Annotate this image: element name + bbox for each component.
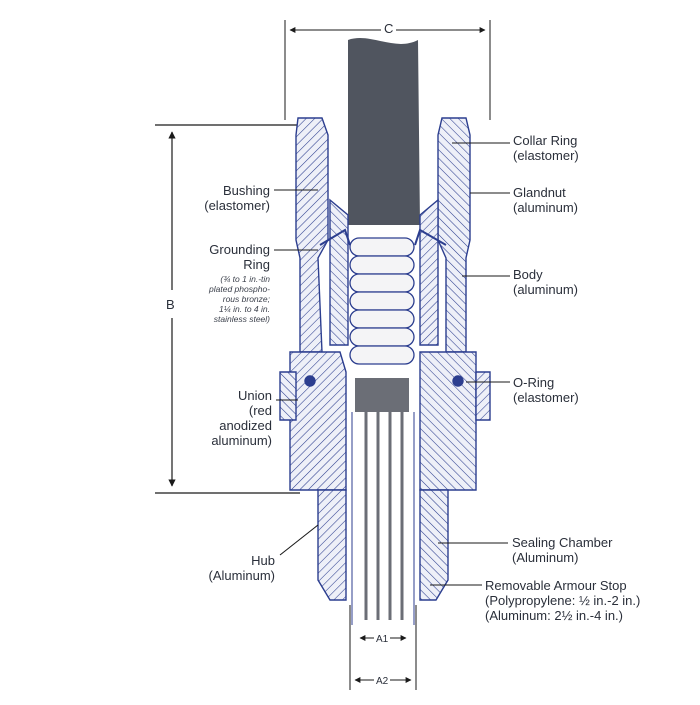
cable-jacket (348, 38, 420, 226)
grounding-ring (319, 228, 447, 246)
dimension-a1-label: A1 (374, 632, 391, 647)
o-ring-label: O-Ring (elastomer) (513, 375, 579, 405)
dimension-b (155, 124, 300, 494)
dimension-b-label: B (166, 297, 175, 312)
right-fitting-half (419, 117, 491, 601)
union-label: Union (red anodized aluminum) (211, 388, 272, 448)
grounding-ring-label: Grounding Ring (209, 242, 270, 272)
armour-stop-label: Removable Armour Stop (Polypropylene: ½ … (485, 578, 641, 623)
glandnut-label: Glandnut (aluminum) (513, 185, 579, 215)
conductors (364, 412, 404, 620)
grounding-ring-note: (¾ to 1 in.-tin plated phospho- rous bro… (209, 274, 270, 324)
left-fitting-half (279, 117, 349, 601)
dimension-c-label: C (381, 21, 397, 36)
sealing-compound (355, 378, 409, 412)
leader-lines (274, 142, 510, 586)
sealing-chamber-label: Sealing Chamber (Aluminum) (512, 535, 613, 565)
dimension-a2-label: A2 (374, 674, 391, 689)
hub-label: Hub (Aluminum) (208, 553, 275, 583)
body-label: Body (aluminum) (513, 267, 579, 297)
bore-lines (351, 412, 415, 625)
corrugated-armour (349, 237, 415, 365)
bushing-label: Bushing (elastomer) (204, 183, 270, 213)
collar-ring-label: Collar Ring (elastomer) (513, 133, 579, 163)
